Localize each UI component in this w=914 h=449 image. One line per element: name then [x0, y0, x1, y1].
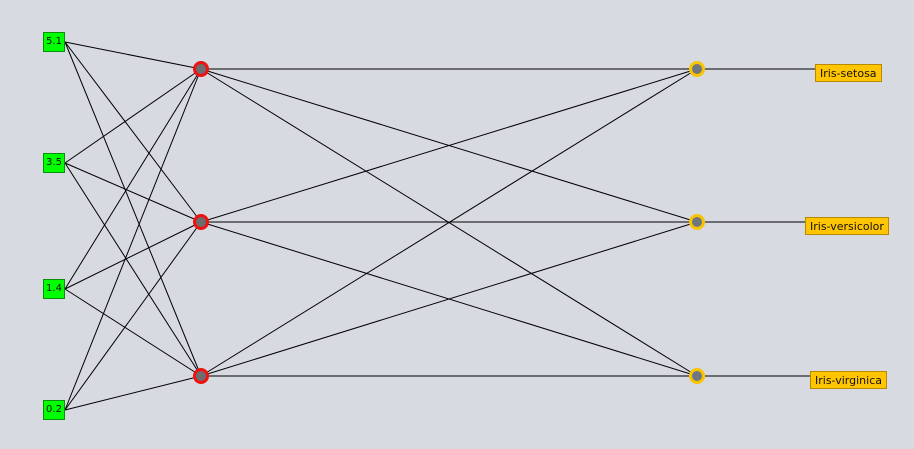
class-label-text: Iris-versicolor — [810, 219, 884, 233]
input-hidden-connection — [64, 162, 202, 377]
input-hidden-connection — [64, 288, 202, 377]
class-label: Iris-versicolor — [805, 217, 889, 235]
input-hidden-connection — [64, 162, 202, 223]
output-node — [689, 214, 705, 230]
input-value: 1.4 — [46, 283, 62, 294]
class-label-text: Iris-virginica — [815, 373, 882, 387]
input-hidden-connection — [64, 221, 202, 411]
input-node: 0.2 — [43, 400, 65, 420]
input-node: 3.5 — [43, 153, 65, 173]
input-hidden-connection — [64, 41, 202, 377]
input-hidden-connection — [64, 68, 202, 164]
input-hidden-connection — [64, 41, 202, 223]
input-value: 3.5 — [46, 157, 62, 168]
hidden-node — [193, 368, 209, 384]
hidden-output-connection — [200, 221, 698, 377]
hidden-node — [193, 61, 209, 77]
input-value: 0.2 — [46, 404, 62, 415]
output-node — [689, 61, 705, 77]
hidden-node — [193, 214, 209, 230]
input-node: 1.4 — [43, 279, 65, 299]
input-node: 5.1 — [43, 32, 65, 52]
input-hidden-connection — [64, 68, 202, 290]
class-label: Iris-setosa — [815, 64, 882, 82]
input-value: 5.1 — [46, 36, 62, 47]
input-hidden-connection — [64, 68, 202, 411]
hidden-output-connection — [200, 68, 698, 377]
hidden-output-connection — [200, 68, 698, 223]
input-hidden-connection — [64, 375, 202, 411]
class-label-text: Iris-setosa — [820, 66, 877, 80]
input-hidden-connection — [64, 41, 202, 70]
class-label: Iris-virginica — [810, 371, 887, 389]
output-node — [689, 368, 705, 384]
input-hidden-connection — [64, 221, 202, 290]
